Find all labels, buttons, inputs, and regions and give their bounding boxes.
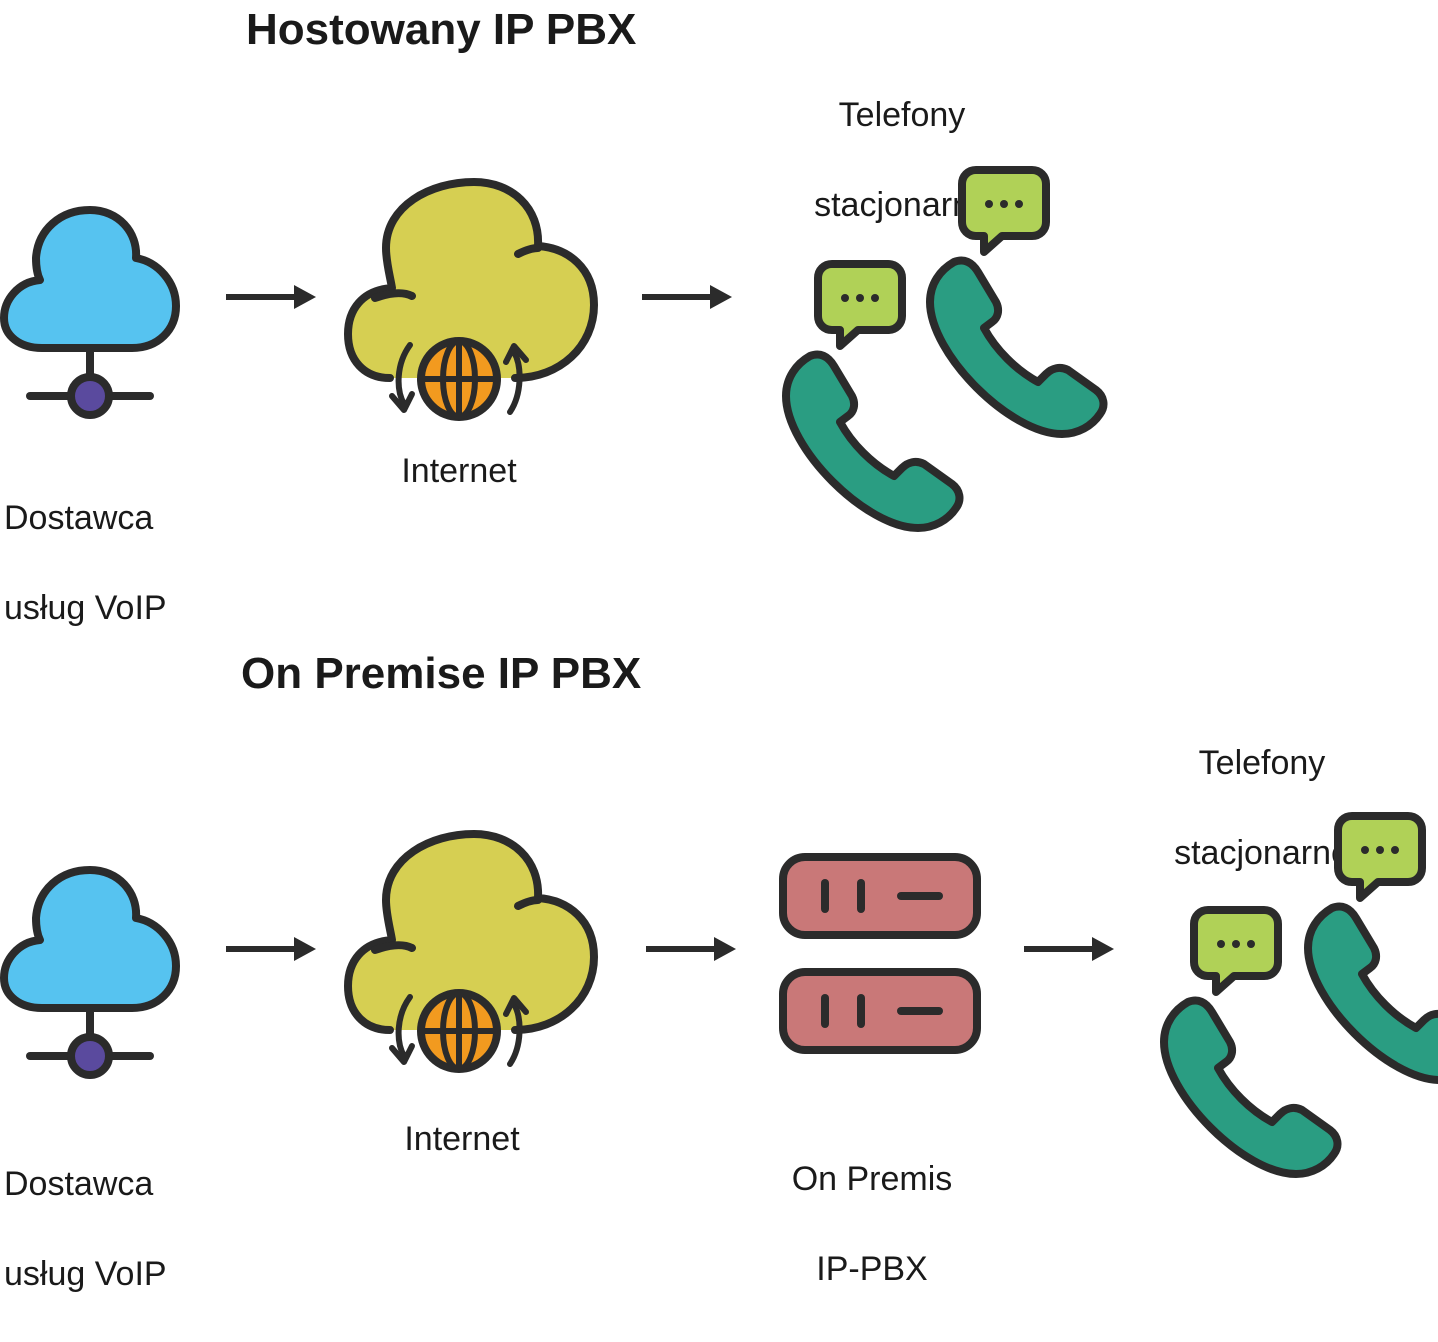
provider-label-line1: Dostawca	[4, 1165, 154, 1203]
arrow-icon	[642, 285, 732, 309]
chat-bubble-icon	[1338, 816, 1422, 898]
internet-label-on-premise: Internet	[404, 1120, 520, 1158]
internet-cloud-icon	[348, 834, 594, 1069]
provider-cloud-icon	[4, 210, 176, 415]
provider-label-line2: usług VoIP	[4, 589, 167, 627]
phones-label-line1: Telefony	[1198, 744, 1326, 782]
arrow-icon	[1024, 937, 1114, 961]
chat-bubble-icon	[1194, 910, 1278, 992]
provider-label-line2: usług VoIP	[4, 1255, 167, 1293]
arrow-icon	[226, 285, 316, 309]
provider-label-line1: Dostawca	[4, 499, 154, 537]
provider-label-hosted: Dostawca usług VoIP	[4, 451, 167, 676]
chat-bubble-icon	[818, 264, 902, 346]
phones-label-line1: Telefony	[838, 96, 966, 134]
arrow-icon	[226, 937, 316, 961]
provider-cloud-icon	[4, 870, 176, 1075]
phone-icon	[786, 354, 959, 528]
phone-icon	[930, 260, 1103, 434]
phones-label-line2: stacjonarne	[1174, 834, 1350, 872]
server-icon	[783, 972, 977, 1050]
internet-cloud-icon	[348, 182, 594, 417]
phone-icon	[1308, 906, 1438, 1080]
section-title-on-premise: On Premise IP PBX	[241, 649, 642, 698]
section-title-hosted: Hostowany IP PBX	[246, 5, 637, 54]
phone-icon	[1164, 1000, 1337, 1174]
phones-label-on-premise: Telefony stacjonarne	[1174, 696, 1350, 921]
diagram-canvas	[0, 0, 1438, 1207]
arrow-icon	[646, 937, 736, 961]
pbx-label-line2: IP-PBX	[816, 1250, 928, 1288]
internet-label-hosted: Internet	[401, 452, 517, 490]
pbx-label-line1: On Premis	[791, 1160, 953, 1198]
server-icon	[783, 857, 977, 935]
chat-bubble-icon	[962, 170, 1046, 252]
